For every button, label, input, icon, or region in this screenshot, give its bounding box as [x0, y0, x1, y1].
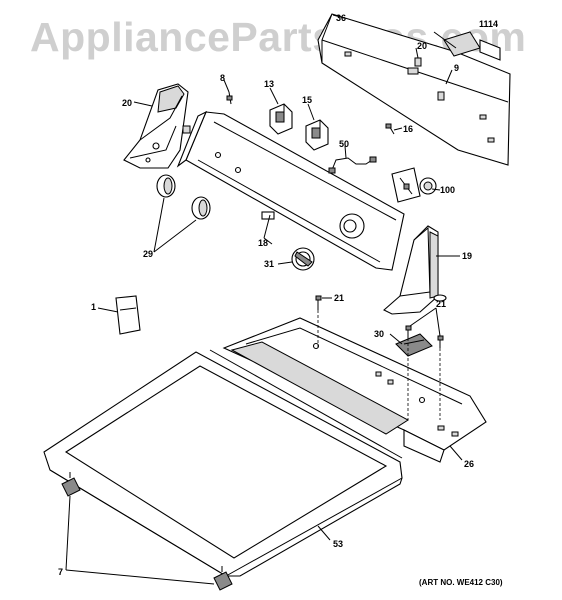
callout-20: 20 [122, 98, 133, 108]
callout-100: 100 [440, 185, 456, 195]
callout-21-left: 21 [334, 293, 345, 303]
knob-upper [156, 174, 176, 198]
callout-19: 19 [462, 251, 473, 261]
callout-9: 9 [454, 63, 460, 73]
callout-53: 53 [333, 539, 344, 549]
lid-cover [43, 341, 409, 577]
callout-15: 15 [302, 95, 313, 105]
hinge-clip-left [61, 472, 81, 497]
screw-21-left [315, 295, 322, 310]
callout-20-back: 20 [417, 41, 428, 51]
control-panel [176, 110, 405, 271]
hinge-clip-right [213, 566, 233, 591]
art-number: (ART NO. WE412 C30) [419, 578, 503, 587]
callout-13: 13 [264, 79, 275, 89]
screw-16 [385, 123, 395, 135]
callout-36: 36 [336, 13, 347, 23]
callout-50: 50 [339, 139, 350, 149]
label-sheet [115, 295, 141, 335]
callout-31: 31 [264, 259, 275, 269]
wire-harness [328, 156, 377, 174]
leader-lines [65, 14, 463, 585]
callout-26: 26 [464, 459, 475, 469]
right-end-cap [383, 225, 447, 315]
timer-module [391, 167, 437, 203]
alignment-lines [317, 310, 441, 420]
knob-lower [191, 196, 211, 220]
callout-18: 18 [258, 238, 269, 248]
callout-1: 1 [91, 302, 97, 312]
callout-1114: 1114 [479, 19, 499, 29]
callout-7: 7 [58, 567, 64, 577]
screw-21-right-b [437, 335, 444, 348]
bracket-30 [395, 333, 433, 357]
callout-21-right: 21 [436, 299, 447, 309]
switch-15 [305, 119, 329, 151]
callout-16: 16 [403, 124, 414, 134]
left-end-cap [123, 83, 191, 169]
switch-13 [269, 103, 293, 135]
callout-29: 29 [143, 249, 154, 259]
knob-large [291, 247, 315, 271]
screw-21-right-a [405, 325, 412, 338]
callout-8: 8 [220, 73, 226, 83]
screw-8 [226, 91, 233, 105]
callout-30: 30 [374, 329, 385, 339]
back-panel [317, 13, 511, 166]
